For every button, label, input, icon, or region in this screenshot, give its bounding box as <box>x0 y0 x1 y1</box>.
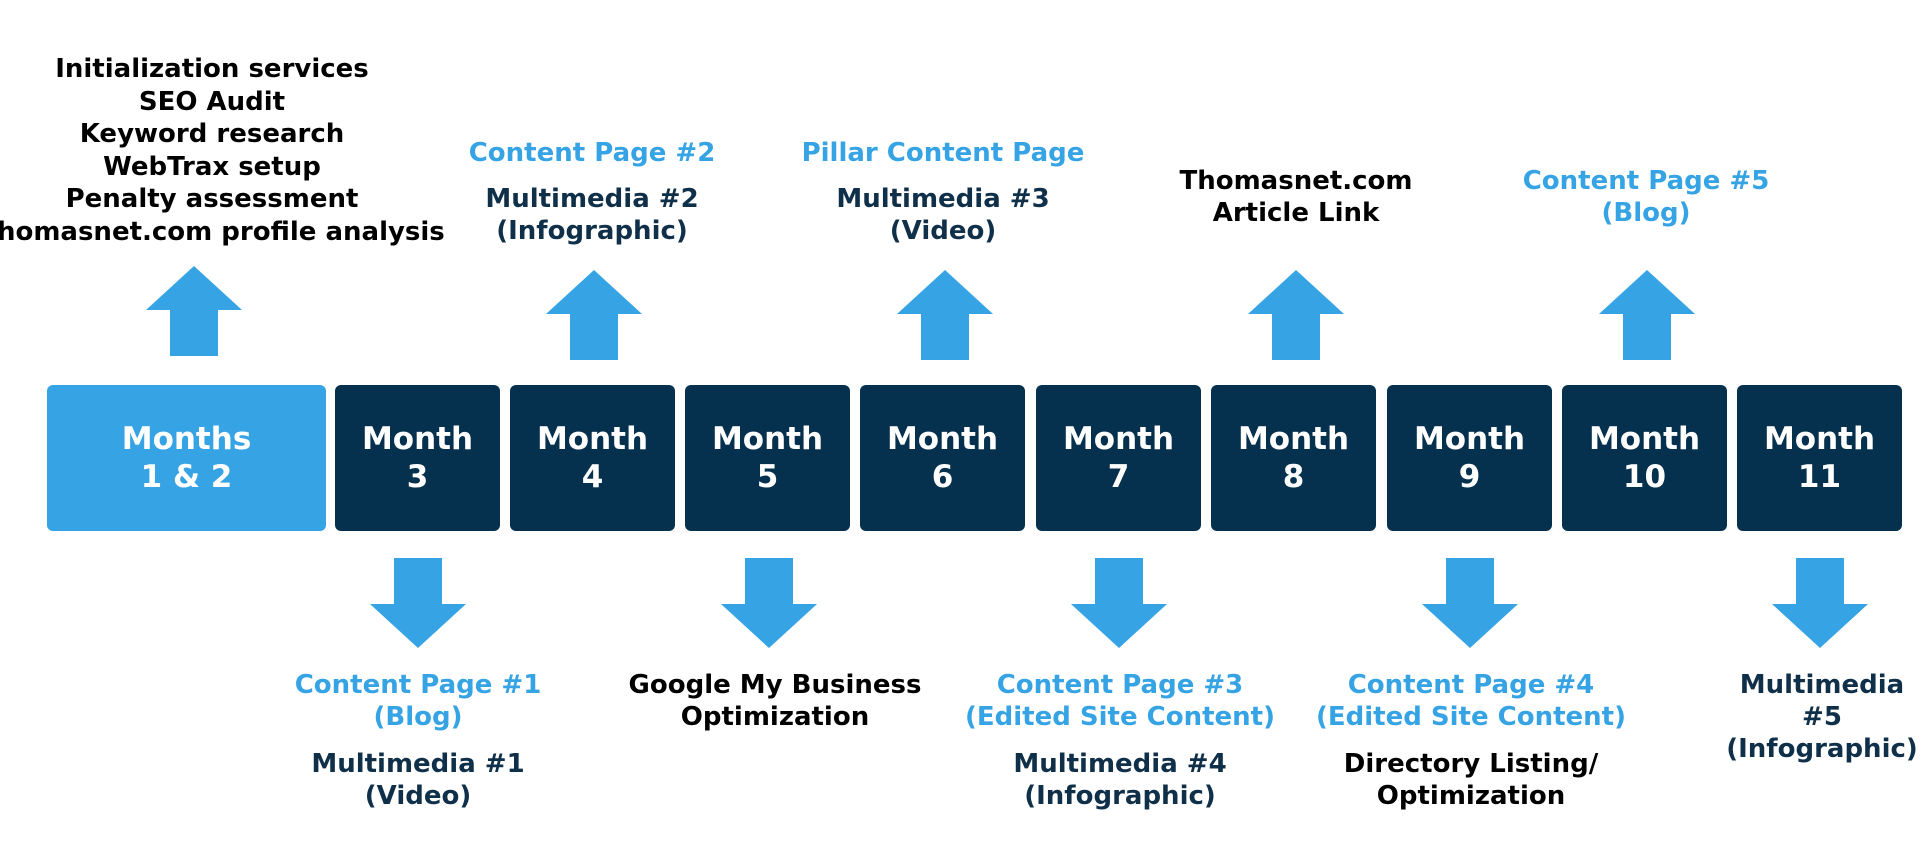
arrow-up-icon <box>146 266 242 356</box>
month-9-content-page: Content Page #4 (Edited Site Content) <box>1316 670 1626 732</box>
arrow-up-icon <box>546 270 642 360</box>
arrow-down-icon <box>1422 558 1518 648</box>
month-11-multimedia: Multimedia #5 (Infographic) <box>1726 670 1918 764</box>
month-4-content-page: Content Page #2 <box>468 138 716 168</box>
month-box-1-2: Months 1 & 2 <box>47 385 326 531</box>
month-3-multimedia: Multimedia #1 (Video) <box>311 749 525 811</box>
month-box-3: Month 3 <box>335 385 500 531</box>
arrow-down-icon <box>1772 558 1868 648</box>
month-box-9: Month 9 <box>1387 385 1552 531</box>
month-8-article-link: Thomasnet.com Article Link <box>1179 166 1413 228</box>
arrow-down-icon <box>370 558 466 648</box>
month-box-7: Month 7 <box>1036 385 1201 531</box>
month-box-8: Month 8 <box>1211 385 1376 531</box>
month-6-pillar-content-page: Pillar Content Page <box>801 138 1085 168</box>
month-box-11: Month 11 <box>1737 385 1902 531</box>
arrow-up-icon <box>1248 270 1344 360</box>
months-1-2-deliverables: Initialization services SEO Audit Keywor… <box>0 54 445 247</box>
month-box-6: Month 6 <box>860 385 1025 531</box>
month-6-multimedia: Multimedia #3 (Video) <box>836 184 1050 246</box>
month-box-5: Month 5 <box>685 385 850 531</box>
month-3-content-page: Content Page #1 (Blog) <box>294 670 542 732</box>
month-4-multimedia: Multimedia #2 (Infographic) <box>485 184 699 246</box>
month-box-10: Month 10 <box>1562 385 1727 531</box>
arrow-down-icon <box>721 558 817 648</box>
month-9-directory-listing: Directory Listing/ Optimization <box>1343 749 1599 811</box>
month-7-multimedia: Multimedia #4 (Infographic) <box>1013 749 1227 811</box>
month-5-google-my-business: Google My Business Optimization <box>628 670 922 732</box>
arrow-up-icon <box>1599 270 1695 360</box>
month-10-content-page: Content Page #5 (Blog) <box>1522 166 1770 228</box>
month-7-content-page: Content Page #3 (Edited Site Content) <box>965 670 1275 732</box>
arrow-down-icon <box>1071 558 1167 648</box>
arrow-up-icon <box>897 270 993 360</box>
month-box-4: Month 4 <box>510 385 675 531</box>
